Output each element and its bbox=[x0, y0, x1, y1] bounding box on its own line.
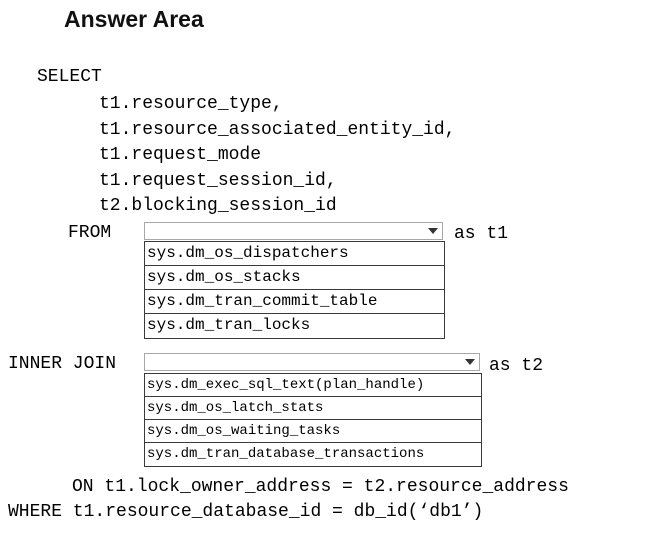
join-alias: as t2 bbox=[489, 356, 544, 376]
where-clause: WHERE t1.resource_database_id = db_id(‘d… bbox=[8, 502, 484, 522]
page-title: Answer Area bbox=[64, 6, 204, 32]
from-alias: as t1 bbox=[454, 224, 509, 244]
join-options-list: sys.dm_exec_sql_text(plan_handle) sys.dm… bbox=[144, 373, 482, 467]
column-line: t1.request_mode bbox=[99, 145, 262, 165]
select-keyword: SELECT bbox=[37, 67, 102, 87]
from-options-list: sys.dm_os_dispatchers sys.dm_os_stacks s… bbox=[144, 241, 445, 339]
join-option[interactable]: sys.dm_exec_sql_text(plan_handle) bbox=[145, 374, 481, 397]
from-option[interactable]: sys.dm_tran_locks bbox=[147, 316, 311, 334]
from-option[interactable]: sys.dm_os_dispatchers bbox=[145, 242, 444, 266]
column-line: t1.resource_type, bbox=[99, 94, 283, 114]
join-option[interactable]: sys.dm_os_waiting_tasks bbox=[145, 420, 481, 443]
column-line: t2.blocking_session_id bbox=[99, 196, 337, 216]
chevron-down-icon[interactable] bbox=[463, 355, 477, 369]
inner-join-keyword: INNER JOIN bbox=[8, 354, 117, 374]
column-line: t1.resource_associated_entity_id, bbox=[99, 120, 456, 140]
from-option[interactable]: sys.dm_tran_commit_table bbox=[145, 290, 444, 314]
column-line: t1.request_session_id, bbox=[99, 171, 337, 191]
join-option[interactable]: sys.dm_os_latch_stats bbox=[145, 397, 481, 420]
from-keyword: FROM bbox=[68, 223, 112, 243]
chevron-down-icon[interactable] bbox=[426, 224, 440, 238]
join-option[interactable]: sys.dm_tran_database_transactions bbox=[147, 446, 425, 462]
from-option[interactable]: sys.dm_os_stacks bbox=[145, 266, 444, 290]
on-clause: ON t1.lock_owner_address = t2.resource_a… bbox=[72, 477, 569, 497]
from-table-dropdown[interactable] bbox=[144, 222, 443, 240]
join-table-dropdown[interactable] bbox=[144, 353, 480, 371]
